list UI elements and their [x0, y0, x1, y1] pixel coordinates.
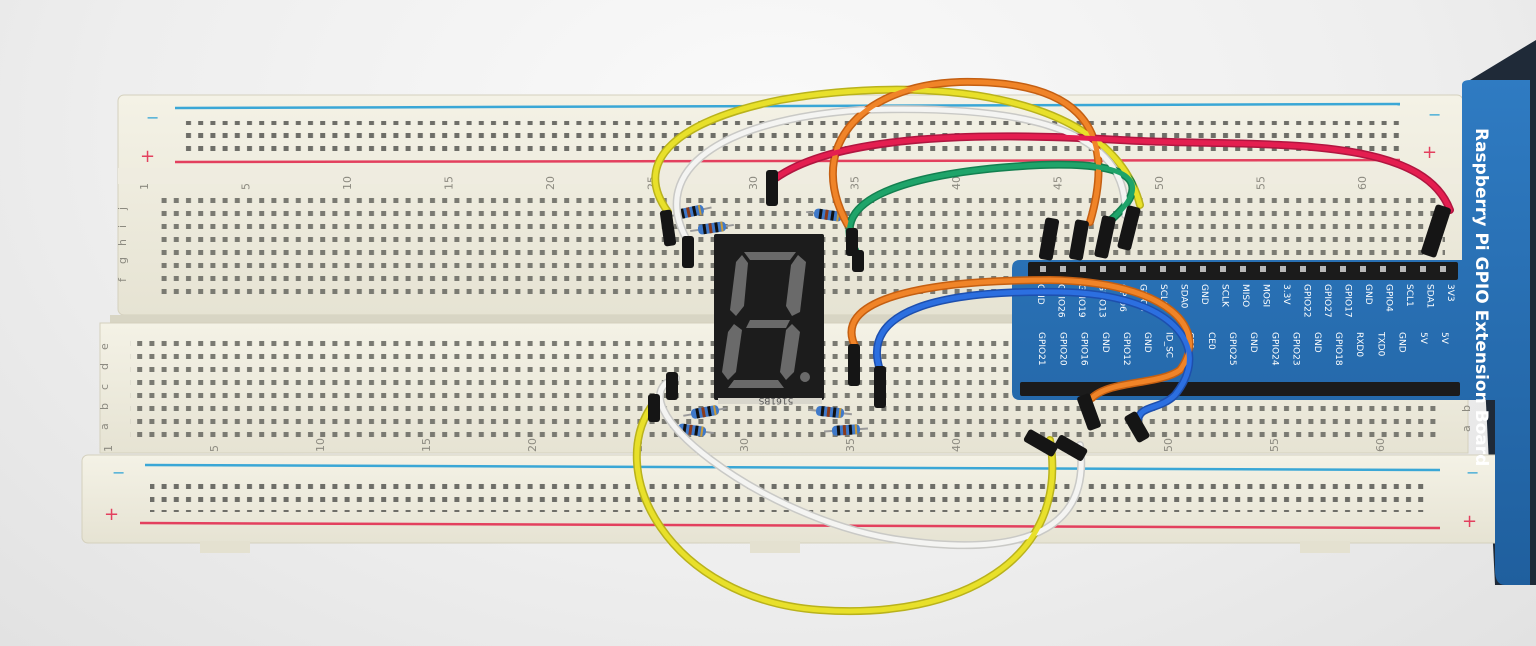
column-number: 20 [526, 438, 539, 452]
rail-minus-top-left: − [146, 108, 159, 127]
row-letter: c [98, 384, 111, 390]
pin-label: GPIO23 [1291, 332, 1301, 366]
row-letter: a [98, 423, 111, 430]
pin-label: GPIO25 [1227, 332, 1237, 366]
row-letter: b [1460, 405, 1473, 412]
column-number: 50 [1162, 438, 1175, 452]
pin-label: 5V [1418, 332, 1428, 345]
resistor [808, 405, 852, 419]
pin-label: GPIO17 [1343, 284, 1353, 318]
pin-label: RXD0 [1354, 332, 1364, 357]
pin-label: GND [1142, 332, 1152, 353]
pin-label: GND [1363, 284, 1373, 305]
pin-label: GPIO26 [1056, 284, 1066, 318]
pin-label: MISO [1240, 284, 1250, 307]
column-number: 60 [1356, 176, 1369, 190]
pin-label: 3V3 [1445, 284, 1455, 302]
column-number: 30 [747, 176, 760, 190]
pin-label: CE0 [1206, 332, 1216, 350]
rail-minus-bottom-right: − [1466, 463, 1479, 482]
pin-label: 3.3V [1281, 284, 1291, 305]
resistor [683, 405, 727, 419]
pin-label: GPIO16 [1079, 332, 1089, 366]
column-number: 10 [341, 176, 354, 190]
column-number: 1 [102, 445, 115, 452]
pin-label: ID_SC [1163, 332, 1173, 358]
pin-label: GPIO22 [1302, 284, 1312, 318]
pin-label: GPIO18 [1333, 332, 1343, 366]
column-number: 40 [950, 176, 963, 190]
column-number: 10 [314, 438, 327, 452]
rail-minus-top-right: − [1428, 105, 1441, 124]
column-number: 45 [1052, 176, 1065, 190]
column-number: 55 [1255, 176, 1268, 190]
resistor [823, 424, 869, 436]
column-number: 15 [443, 176, 456, 190]
row-letters-bottom: e d c b a b a [98, 343, 1473, 432]
pin-label: SDA1 [1425, 284, 1435, 308]
digit-segments [722, 252, 810, 388]
pin-label: SCL0 [1158, 284, 1168, 307]
row-letter: h [116, 239, 129, 246]
column-number: 50 [1153, 176, 1166, 190]
rail-plus-top-left: + [140, 146, 155, 167]
pin-label: GPIO19 [1076, 284, 1086, 318]
resistor [690, 221, 734, 235]
row-letter: b [98, 403, 111, 410]
pin-label: SDA0 [1179, 284, 1189, 309]
resistor [806, 208, 850, 222]
pin-label: MOSI [1261, 284, 1271, 307]
row-letter: d [98, 363, 111, 370]
column-number: 55 [1268, 438, 1281, 452]
rail-minus-bottom-left: − [112, 463, 125, 482]
column-number: 35 [849, 176, 862, 190]
pin-label: GPIO21 [1036, 332, 1046, 366]
pin-label: GPIO20 [1057, 332, 1067, 366]
row-letter: a [1460, 425, 1473, 432]
rail-plus-bottom-right: + [1462, 511, 1477, 532]
pin-label: GPIO4 [1384, 284, 1394, 312]
column-number: 60 [1374, 438, 1387, 452]
pin-label: GPIO12 [1121, 332, 1131, 366]
row-letters-top: j i h g f [116, 207, 129, 282]
rail-plus-bottom-left: + [104, 504, 119, 525]
column-number: 30 [738, 438, 751, 452]
pin-label: GPIO13 [1097, 284, 1107, 318]
row-letter: i [116, 225, 129, 228]
pin-label: 5V [1439, 332, 1449, 345]
pin-label: GND [1199, 284, 1209, 305]
pin-label: GND [1397, 332, 1407, 353]
rail-plus-top-right: + [1422, 142, 1437, 163]
row-letter: e [98, 343, 111, 350]
gpio-extension-board: 3V3SDA1SCL1GPIO4GNDGPIO17GPIO27GPIO223.3… [1012, 80, 1530, 585]
resistors [668, 204, 869, 437]
extension-board-title: Raspberry Pi GPIO Extension Board [1471, 128, 1491, 466]
column-number: 15 [420, 438, 433, 452]
pin-label: SCL1 [1404, 284, 1414, 307]
pin-label: GPIO24 [1269, 332, 1279, 366]
column-number: 1 [138, 183, 151, 190]
pin-label: GND [1100, 332, 1110, 353]
column-number: 20 [544, 176, 557, 190]
pin-label: TXD0 [1375, 331, 1385, 357]
column-number: 35 [844, 438, 857, 452]
pin-label: SCLK [1220, 284, 1230, 308]
row-letter: f [116, 277, 129, 282]
column-number: 5 [208, 445, 221, 452]
column-number: 5 [240, 183, 253, 190]
row-letter: j [116, 207, 129, 211]
display-part-label: 5161BS [758, 395, 793, 405]
pin-label: GND [1312, 332, 1322, 353]
wire-connector-heads [648, 170, 1451, 461]
pin-label: GND [1248, 332, 1258, 353]
pin-label: GPIO27 [1322, 284, 1332, 318]
seven-segment-display: 5161BS [714, 234, 824, 405]
column-number: 40 [950, 438, 963, 452]
row-letter: g [116, 257, 129, 264]
